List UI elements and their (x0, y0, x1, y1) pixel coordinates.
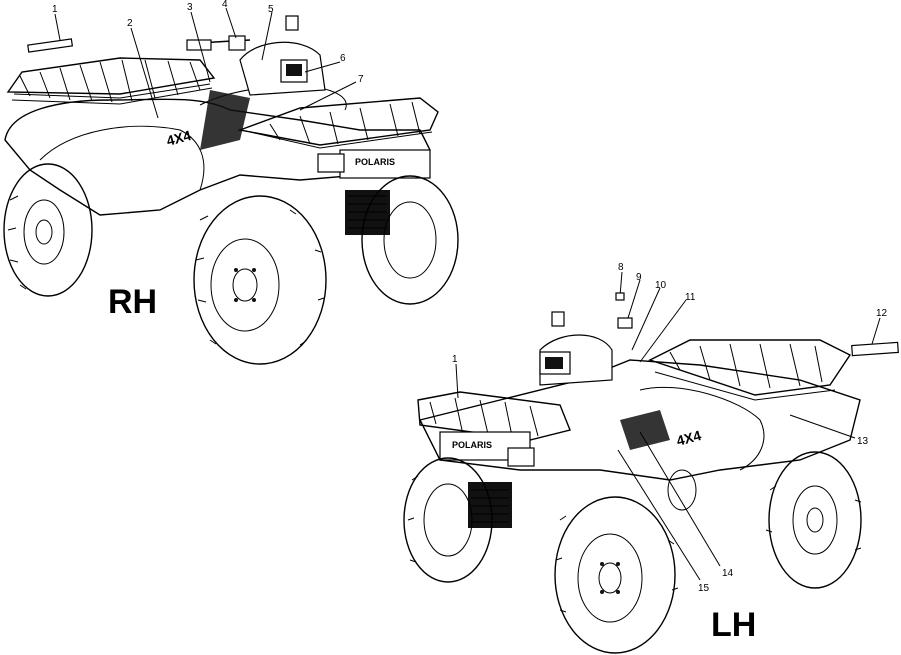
callout-2: 2 (127, 18, 133, 29)
lh-front-right-wheel (554, 496, 676, 654)
rh-front-right-wheel (193, 195, 327, 365)
lh-front-left-wheel (403, 457, 493, 583)
callout-9: 9 (636, 272, 642, 283)
callout-1-lh: 1 (452, 354, 458, 365)
callout-3: 3 (187, 2, 193, 13)
rh-vehicle: 4X4 POLARIS (3, 15, 459, 365)
callout-13: 13 (857, 436, 869, 447)
callout-1-rh: 1 (52, 4, 58, 15)
callout-12: 12 (876, 308, 888, 319)
callout-14: 14 (722, 568, 734, 579)
callout-7: 7 (358, 74, 364, 85)
rh-front-left-wheel (361, 175, 459, 305)
callout-11: 11 (685, 292, 696, 303)
rh-side-label: RH (108, 283, 157, 321)
callout-10: 10 (655, 280, 667, 291)
lh-front-decal-brand: POLARIS (452, 440, 492, 450)
lh-rear-wheel (768, 451, 862, 589)
lh-side-label: LH (711, 606, 756, 644)
rh-callouts: 1 2 3 4 5 6 7 RH (27, 0, 364, 321)
lh-vehicle: 4X4 POLARIS (403, 311, 862, 654)
lh-callouts: 8 9 10 11 12 1 13 14 15 LH (452, 262, 899, 644)
rh-rear-left-wheel (3, 163, 93, 297)
callout-5: 5 (268, 4, 274, 15)
rh-side-decal-4x4: 4X4 (165, 127, 193, 149)
callout-6: 6 (340, 53, 346, 64)
lh-side-decal-4x4: 4X4 (675, 427, 703, 449)
callout-4: 4 (222, 0, 228, 10)
callout-8: 8 (618, 262, 624, 273)
callout-15: 15 (698, 583, 710, 594)
rh-rear-rack (6, 57, 216, 105)
rh-front-decal-brand: POLARIS (355, 157, 395, 167)
